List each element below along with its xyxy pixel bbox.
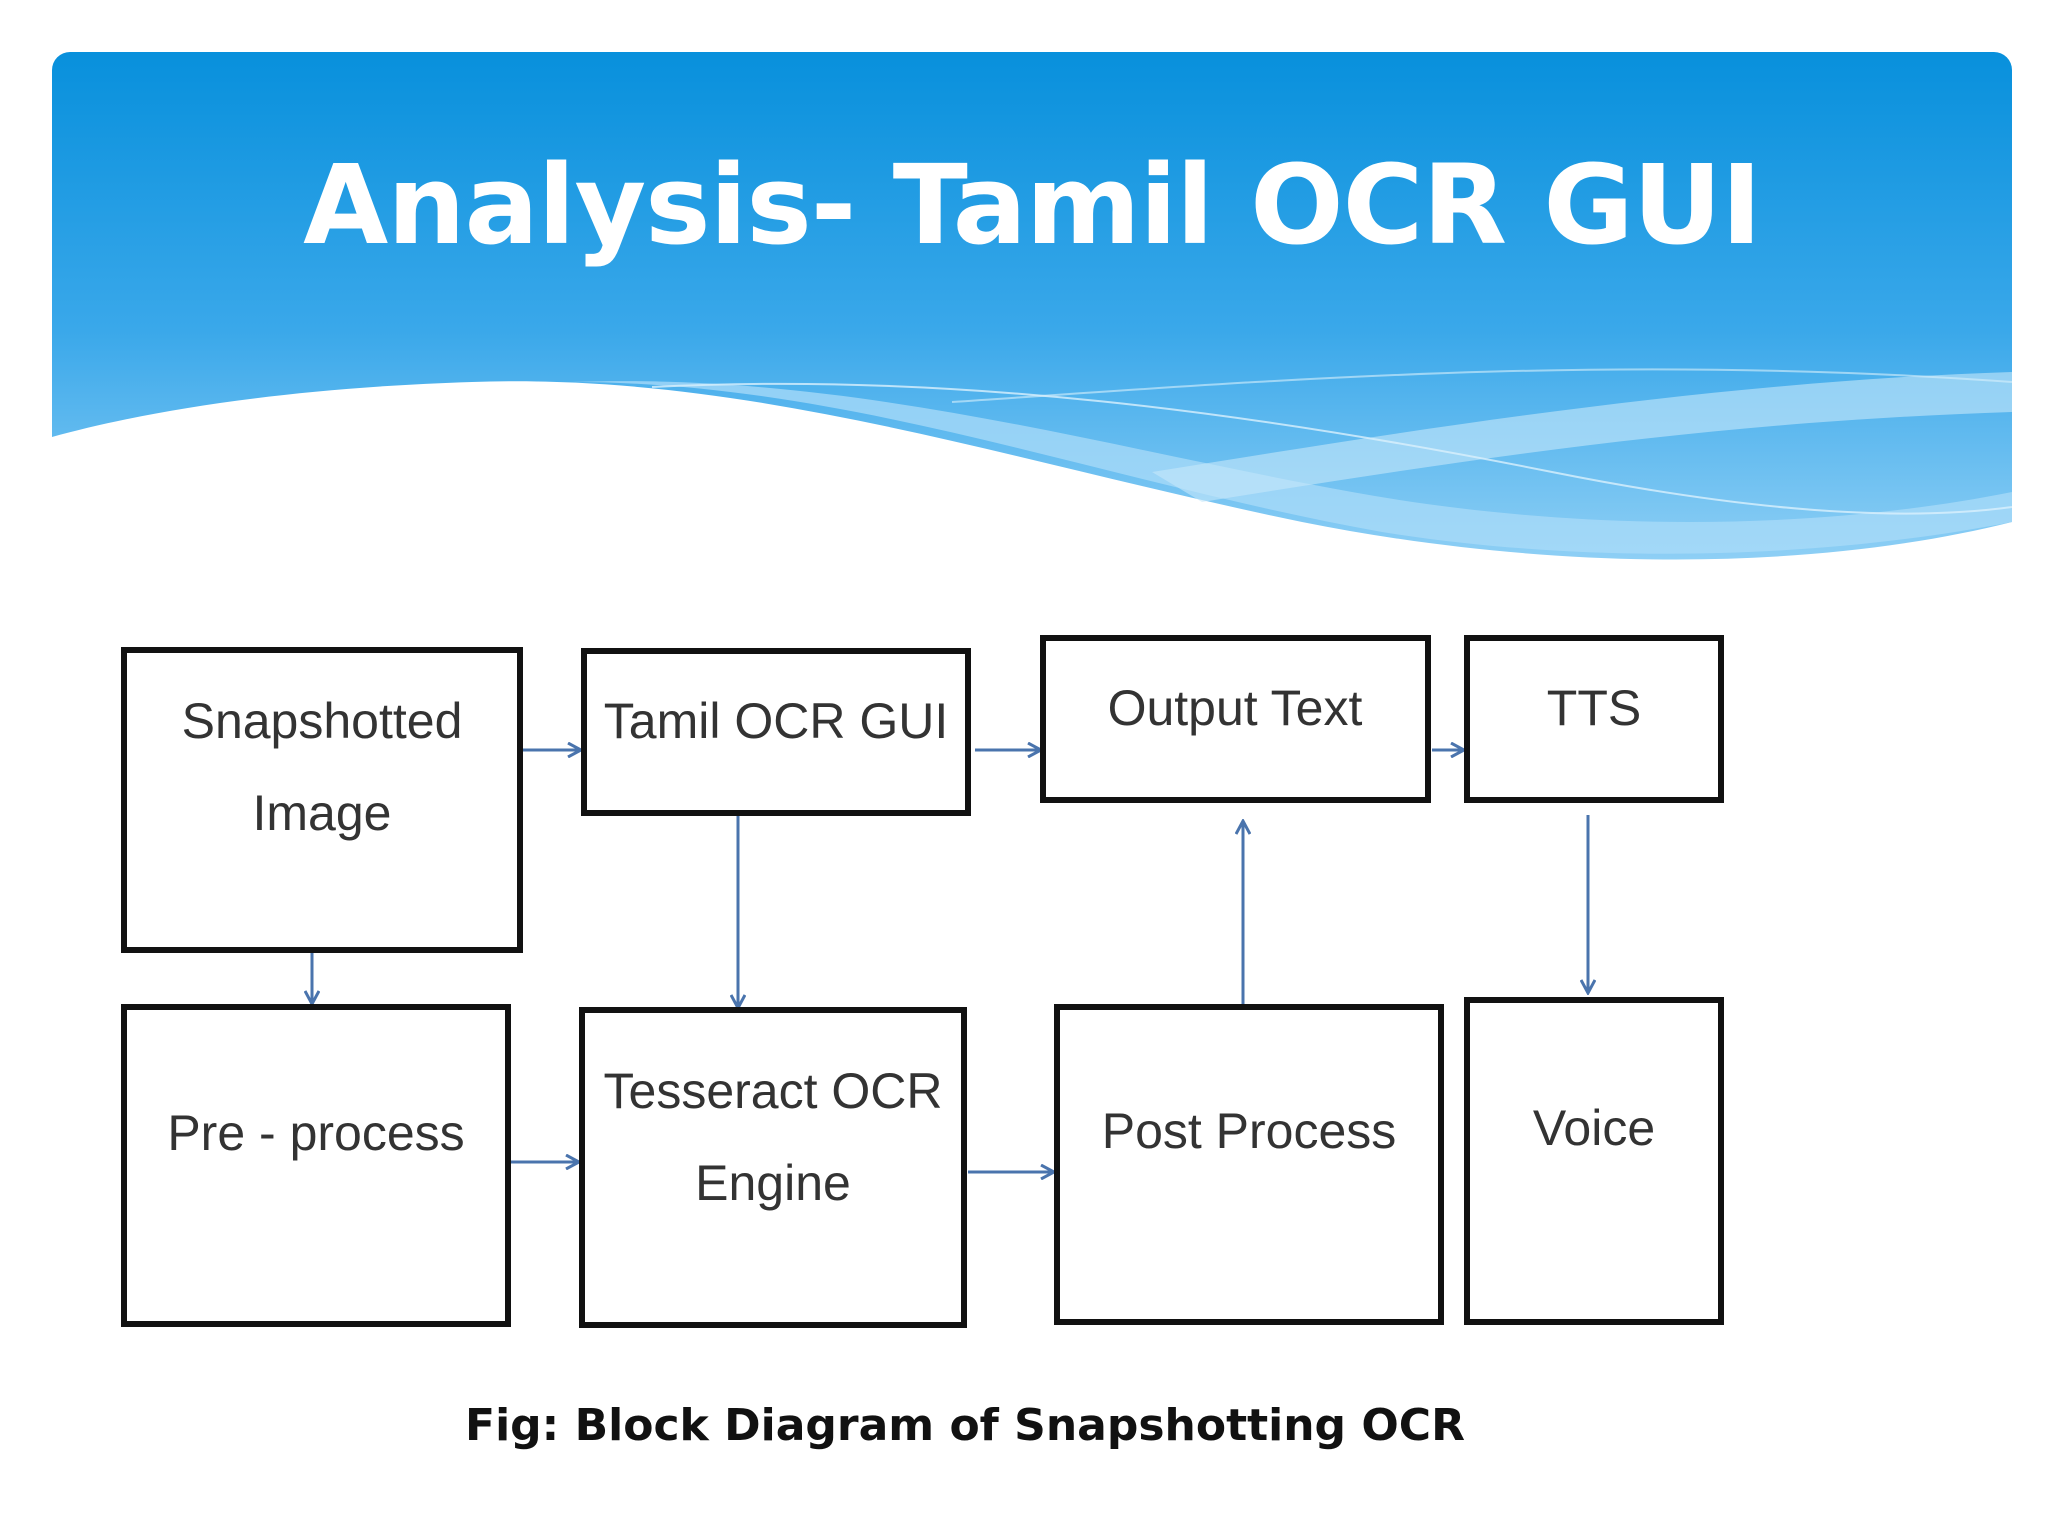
- node-voice: [1464, 997, 1724, 1325]
- page-title: Analysis- Tamil OCR GUI: [303, 141, 1762, 269]
- figure-caption: Fig: Block Diagram of Snapshotting OCR: [465, 1400, 1465, 1451]
- node-label: TTS: [1547, 680, 1641, 736]
- node-post-process: [1054, 1004, 1444, 1325]
- node-label: Snapshotted: [182, 693, 463, 749]
- node-label: Engine: [695, 1155, 851, 1211]
- node-tts: [1464, 635, 1724, 803]
- node-tesseract-engine: [579, 1007, 967, 1328]
- node-label: Output Text: [1108, 680, 1363, 736]
- node-pre-process: [121, 1004, 511, 1327]
- node-label: Tamil OCR GUI: [604, 693, 948, 749]
- node-label: Image: [253, 785, 392, 841]
- node-tamil-ocr-gui: [581, 648, 971, 816]
- node-output-text: [1040, 635, 1431, 803]
- node-label: Voice: [1533, 1100, 1655, 1156]
- node-label: Tesseract OCR: [604, 1063, 943, 1119]
- header-banner: [52, 52, 2012, 560]
- node-snapshotted-image: [121, 647, 523, 953]
- node-label: Pre - process: [167, 1105, 464, 1161]
- node-label: Post Process: [1102, 1103, 1397, 1159]
